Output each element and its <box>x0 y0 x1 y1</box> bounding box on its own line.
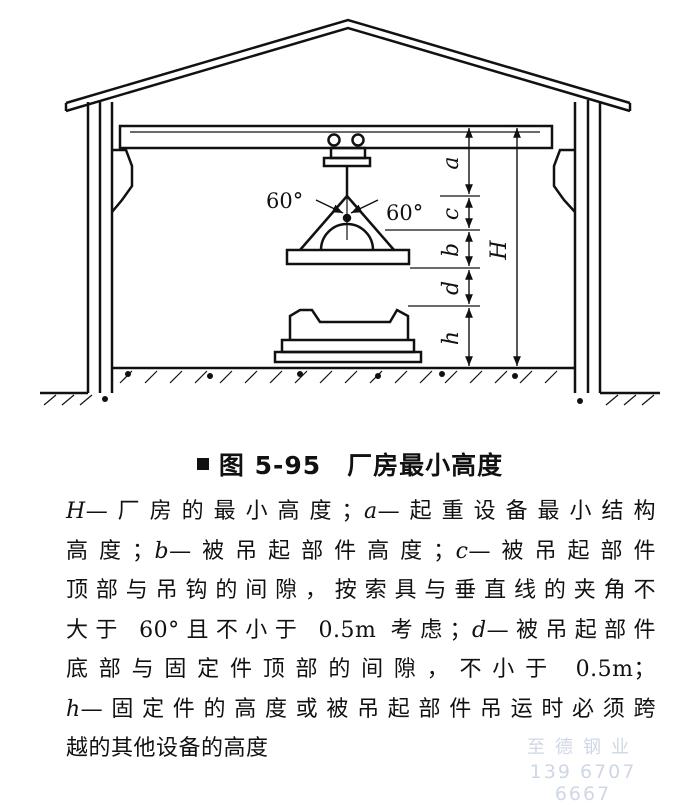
dim-h-label: h <box>439 331 464 345</box>
caption-bullet <box>196 458 209 470</box>
description-text: 大于 60°且不小于 0.5m 考虑； <box>66 617 472 643</box>
description-line: 大于 60°且不小于 0.5m 考虑；d—被吊起部件 <box>66 611 656 651</box>
description-line: h—固定件的高度或被吊起部件吊运时必须跨 <box>66 690 656 730</box>
description-line: 顶部与吊钩的间隙，按索具与垂直线的夹角不 <box>66 571 656 611</box>
description-line: 高度；b—被吊起部件高度；c—被吊起部件 <box>66 532 656 572</box>
right-column <box>552 100 602 393</box>
description-line: 底部与固定件顶部的间隙，不小于 0.5m； <box>66 650 656 690</box>
description-text: 越的其他设备的高度 <box>66 736 269 761</box>
roof <box>64 18 632 113</box>
symbol: c <box>455 538 469 564</box>
symbol: d <box>471 617 487 643</box>
description-text: —厂房的最小高度； <box>85 499 365 524</box>
description-line: 越的其他设备的高度 <box>66 729 656 769</box>
ground-hatching <box>43 370 655 406</box>
symbol: h <box>66 696 81 722</box>
watermark-name: 至德钢业 <box>527 737 639 758</box>
dim-H-label: H <box>487 240 512 261</box>
figure-caption: 图 5-95 厂房最小高度 <box>0 446 700 482</box>
symbol: b <box>154 538 170 564</box>
description-line: H—厂房的最小高度；a—起重设备最小结构 <box>66 492 656 532</box>
description-text: —被吊起部件高度； <box>169 538 456 564</box>
dim-a-label: a <box>439 156 464 169</box>
floor <box>40 366 660 395</box>
crane-trolley <box>322 133 372 196</box>
description-text: 底部与固定件顶部的间隙，不小于 0.5m； <box>66 657 656 682</box>
angle-label-left: 60° <box>266 189 303 213</box>
angle-label-right: 60° <box>386 201 423 225</box>
symbol: a <box>364 499 378 524</box>
watermark-phone: 139 6707 6667 <box>529 761 637 805</box>
description-text: —被吊起部件 <box>486 617 656 643</box>
watermark: 至德钢业 139 6707 6667 <box>498 733 668 805</box>
figure-description: H—厂房的最小高度；a—起重设备最小结构高度；b—被吊起部件高度；c—被吊起部件… <box>66 492 656 769</box>
description-text: 高度； <box>66 538 155 564</box>
fixed-equipment <box>273 308 423 364</box>
dim-b-label: b <box>439 243 464 257</box>
figure-title: 厂房最小高度 <box>347 451 504 480</box>
dim-d-label: d <box>439 281 464 295</box>
symbol: H <box>66 499 86 524</box>
description-text: —起重设备最小结构 <box>377 499 656 524</box>
dim-c-label: c <box>439 208 464 220</box>
description-text: —固定件的高度或被吊起部件吊运时必须跨 <box>80 696 656 722</box>
factory-height-diagram: 60° 60° a c b d h H <box>40 18 660 406</box>
description-text: 顶部与吊钩的间隙，按索具与垂直线的夹角不 <box>66 578 656 603</box>
figure-number: 图 5-95 <box>218 451 322 480</box>
left-column <box>86 100 134 393</box>
ground-marks <box>102 371 583 404</box>
description-text: —被吊起部件 <box>468 538 656 564</box>
